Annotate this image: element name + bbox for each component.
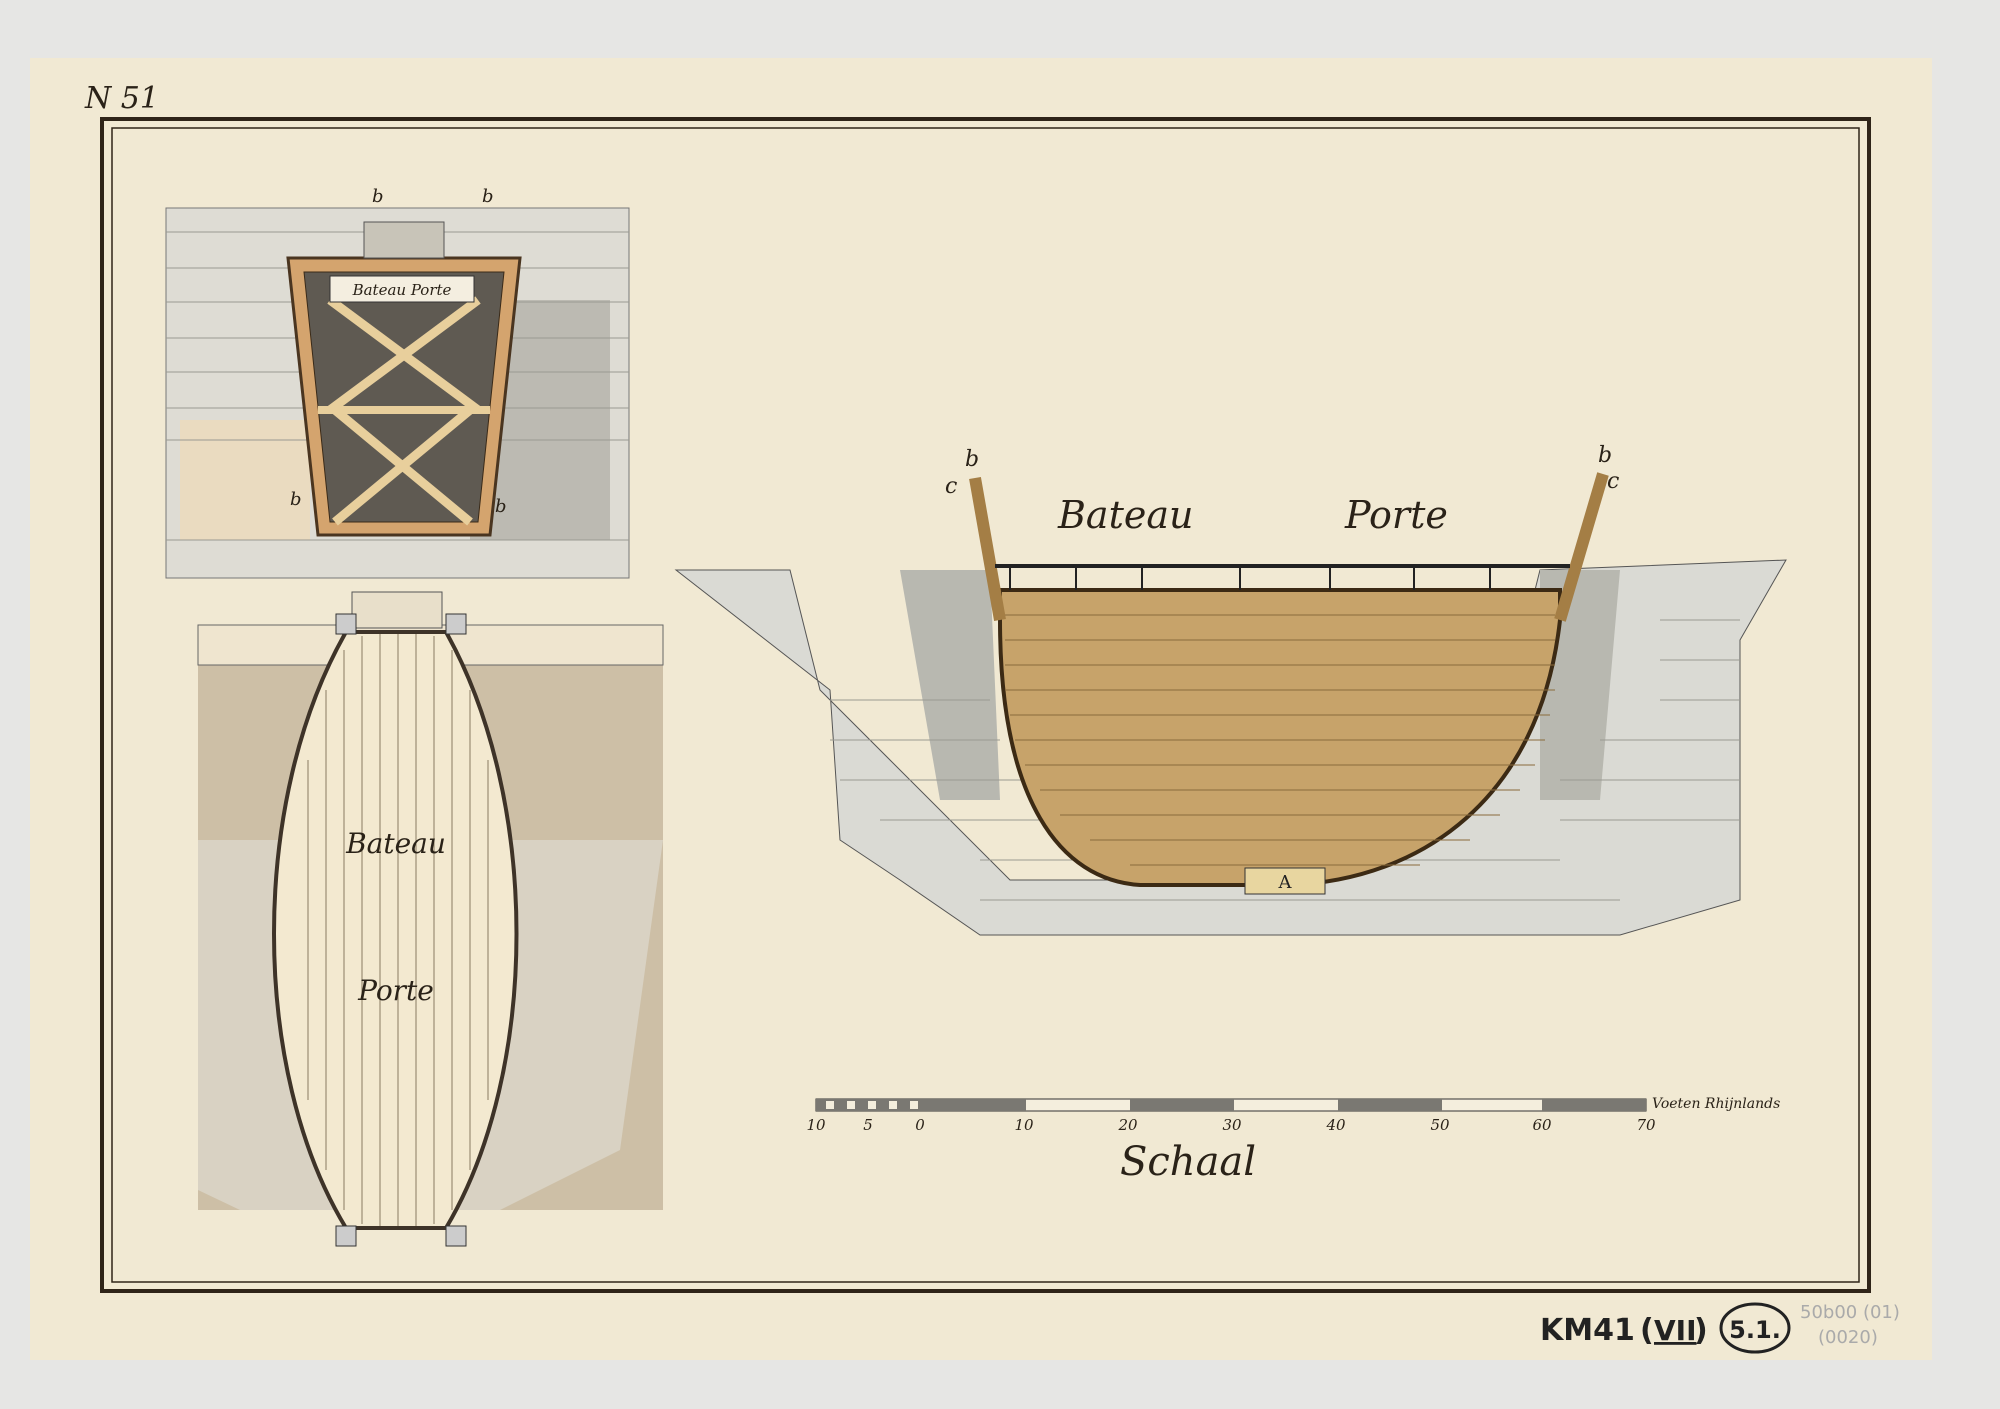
svg-text:b: b [372, 186, 384, 207]
scale-title: Schaal [1120, 1139, 1256, 1185]
outer-frame [100, 117, 1871, 1293]
svg-text:50b00 (01): 50b00 (01) [1800, 1302, 1900, 1323]
bottom-plan-label-2: Porte [357, 974, 434, 1007]
top-lock-plan: Bateau Porte b b b b [165, 186, 630, 579]
svg-text:10: 10 [1014, 1116, 1034, 1134]
svg-text:b: b [495, 496, 507, 517]
cross-section: A b b c c Bateau Porte [674, 443, 1787, 936]
section-label-1: Bateau [1057, 493, 1193, 537]
catalog-mark: KM41 [1540, 1313, 1635, 1348]
archive-marks: KM41 ( VII ) 5.1. 50b00 (01) (0020) [1540, 1302, 1900, 1354]
svg-text:30: 30 [1222, 1116, 1242, 1134]
svg-text:40: 40 [1325, 1116, 1346, 1134]
top-plan-label: Bateau Porte [352, 281, 452, 299]
svg-text:b: b [290, 489, 302, 510]
svg-text:b: b [965, 447, 979, 472]
svg-text:70: 70 [1636, 1116, 1656, 1134]
section-label-2: Porte [1344, 493, 1448, 537]
scale-unit: Voeten Rhijnlands [1652, 1096, 1780, 1112]
svg-text:20: 20 [1117, 1116, 1138, 1134]
svg-text:(: ( [1640, 1313, 1654, 1348]
scale-bar: Voeten Rhijnlands 10 5 0 10 20 30 40 50 … [806, 1096, 1780, 1185]
svg-text:): ) [1694, 1313, 1708, 1348]
svg-text:b: b [482, 186, 494, 207]
bottom-lock-plan: Bateau Porte [197, 591, 664, 1247]
svg-text:0: 0 [915, 1116, 925, 1134]
bottom-plan-label-1: Bateau [345, 827, 446, 860]
svg-text:5: 5 [863, 1116, 873, 1134]
svg-text:(0020): (0020) [1818, 1327, 1878, 1348]
svg-text:c: c [945, 474, 957, 499]
svg-text:50: 50 [1430, 1116, 1450, 1134]
section-mark-a: A [1278, 872, 1293, 893]
catalog-volume: VII [1654, 1314, 1697, 1347]
svg-text:c: c [1607, 469, 1619, 494]
sheet-number: N 51 [84, 81, 159, 116]
catalog-circle: 5.1. [1729, 1316, 1781, 1344]
svg-text:60: 60 [1532, 1116, 1552, 1134]
svg-text:b: b [1598, 443, 1612, 468]
inner-frame [111, 127, 1860, 1283]
svg-text:10: 10 [806, 1116, 826, 1134]
